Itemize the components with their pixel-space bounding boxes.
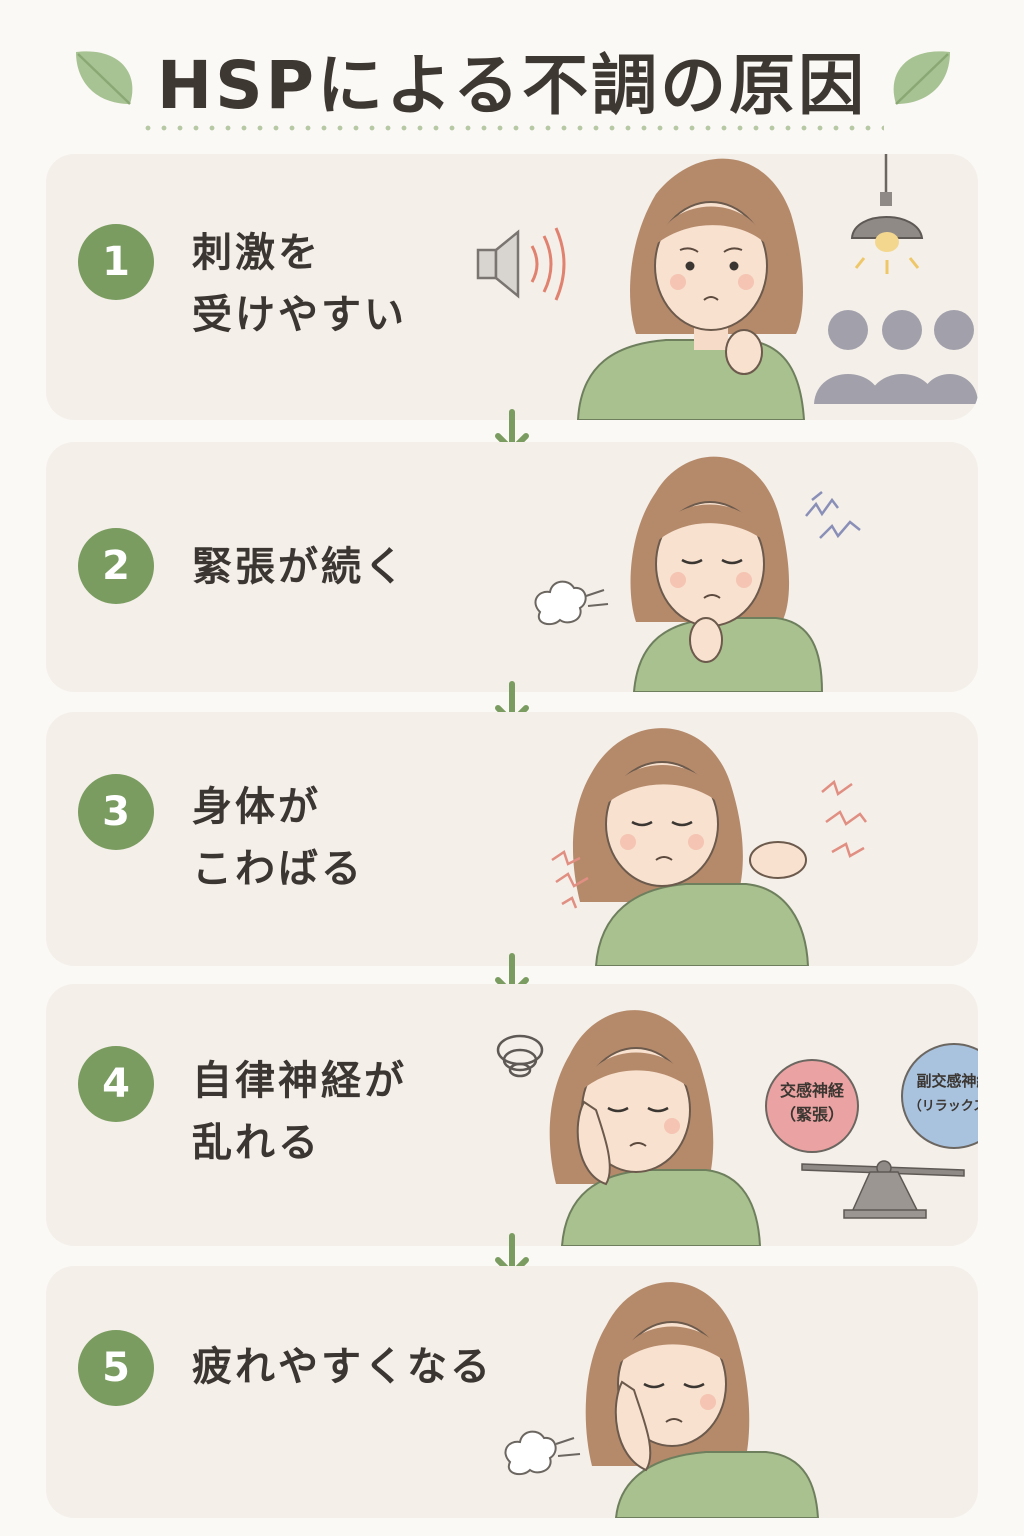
woman-figure	[630, 456, 824, 692]
step-label-line: 自律神経が	[192, 1058, 407, 1104]
sigh-cloud-icon	[504, 1430, 581, 1476]
step-label: 刺激を 受けやすい	[192, 222, 407, 346]
step-number-badge: 1	[78, 224, 154, 300]
tension-zigzag-icon	[805, 491, 861, 539]
illustration-fatigue	[504, 1282, 820, 1518]
step-label-line: 身体が	[192, 784, 321, 830]
illustration-autonomic: 交感神経 （緊張） 副交感神経 （リラックス）	[496, 1010, 978, 1246]
illustration-stimulus	[476, 154, 978, 420]
step-card-3: 3 身体が こわばる	[46, 712, 978, 966]
crowd-icon	[814, 310, 978, 404]
woman-figure	[585, 1282, 820, 1518]
sigh-cloud-icon	[534, 580, 609, 626]
step-number-badge: 2	[78, 528, 154, 604]
step-label-line: 刺激を	[192, 230, 321, 276]
sympathetic-label: 交感神経	[780, 1081, 845, 1100]
step-card-1: 1 刺激を 受けやすい	[46, 154, 978, 420]
step-card-2: 2 緊張が続く	[46, 442, 978, 692]
woman-figure	[572, 728, 810, 966]
dizzy-swirl-icon	[496, 1034, 544, 1078]
header: HSPによる不調の原因	[0, 0, 1024, 140]
pain-zigzag-icon	[551, 779, 867, 909]
balance-scale: 交感神経 （緊張） 副交感神経 （リラックス）	[765, 1043, 978, 1219]
step-label-line: 緊張が続く	[192, 544, 407, 590]
dotted-divider	[140, 124, 884, 132]
illustration-stiffness	[551, 728, 867, 966]
step-label-line: 乱れる	[192, 1120, 321, 1166]
step-label: 身体が こわばる	[192, 776, 364, 900]
leaf-icon	[893, 51, 950, 105]
step-number-badge: 4	[78, 1046, 154, 1122]
speaker-icon	[476, 227, 566, 301]
step-card-5: 5 疲れやすくなる	[46, 1266, 978, 1518]
woman-figure	[576, 158, 806, 420]
sympathetic-sub-label: （緊張）	[780, 1105, 844, 1124]
page-title: HSPによる不調の原因	[156, 47, 868, 124]
step-label: 緊張が続く	[192, 536, 407, 598]
step-number-badge: 3	[78, 774, 154, 850]
step-label: 自律神経が 乱れる	[192, 1050, 407, 1174]
parasympathetic-sub-label: （リラックス）	[909, 1098, 978, 1114]
step-label-line: 疲れやすくなる	[192, 1344, 493, 1390]
step-label-line: こわばる	[192, 846, 364, 892]
step-card-4: 4 自律神経が 乱れる 交感神経 （緊張） 副交感神経 （リラックス）	[46, 984, 978, 1246]
step-label: 疲れやすくなる	[192, 1336, 493, 1398]
step-label-line: 受けやすい	[192, 292, 407, 338]
step-number-badge: 5	[78, 1330, 154, 1406]
illustration-tension	[534, 456, 861, 692]
woman-figure	[549, 1010, 762, 1246]
leaf-icon	[76, 51, 133, 105]
ceiling-lamp-icon	[850, 154, 924, 274]
parasympathetic-label: 副交感神経	[916, 1072, 978, 1090]
